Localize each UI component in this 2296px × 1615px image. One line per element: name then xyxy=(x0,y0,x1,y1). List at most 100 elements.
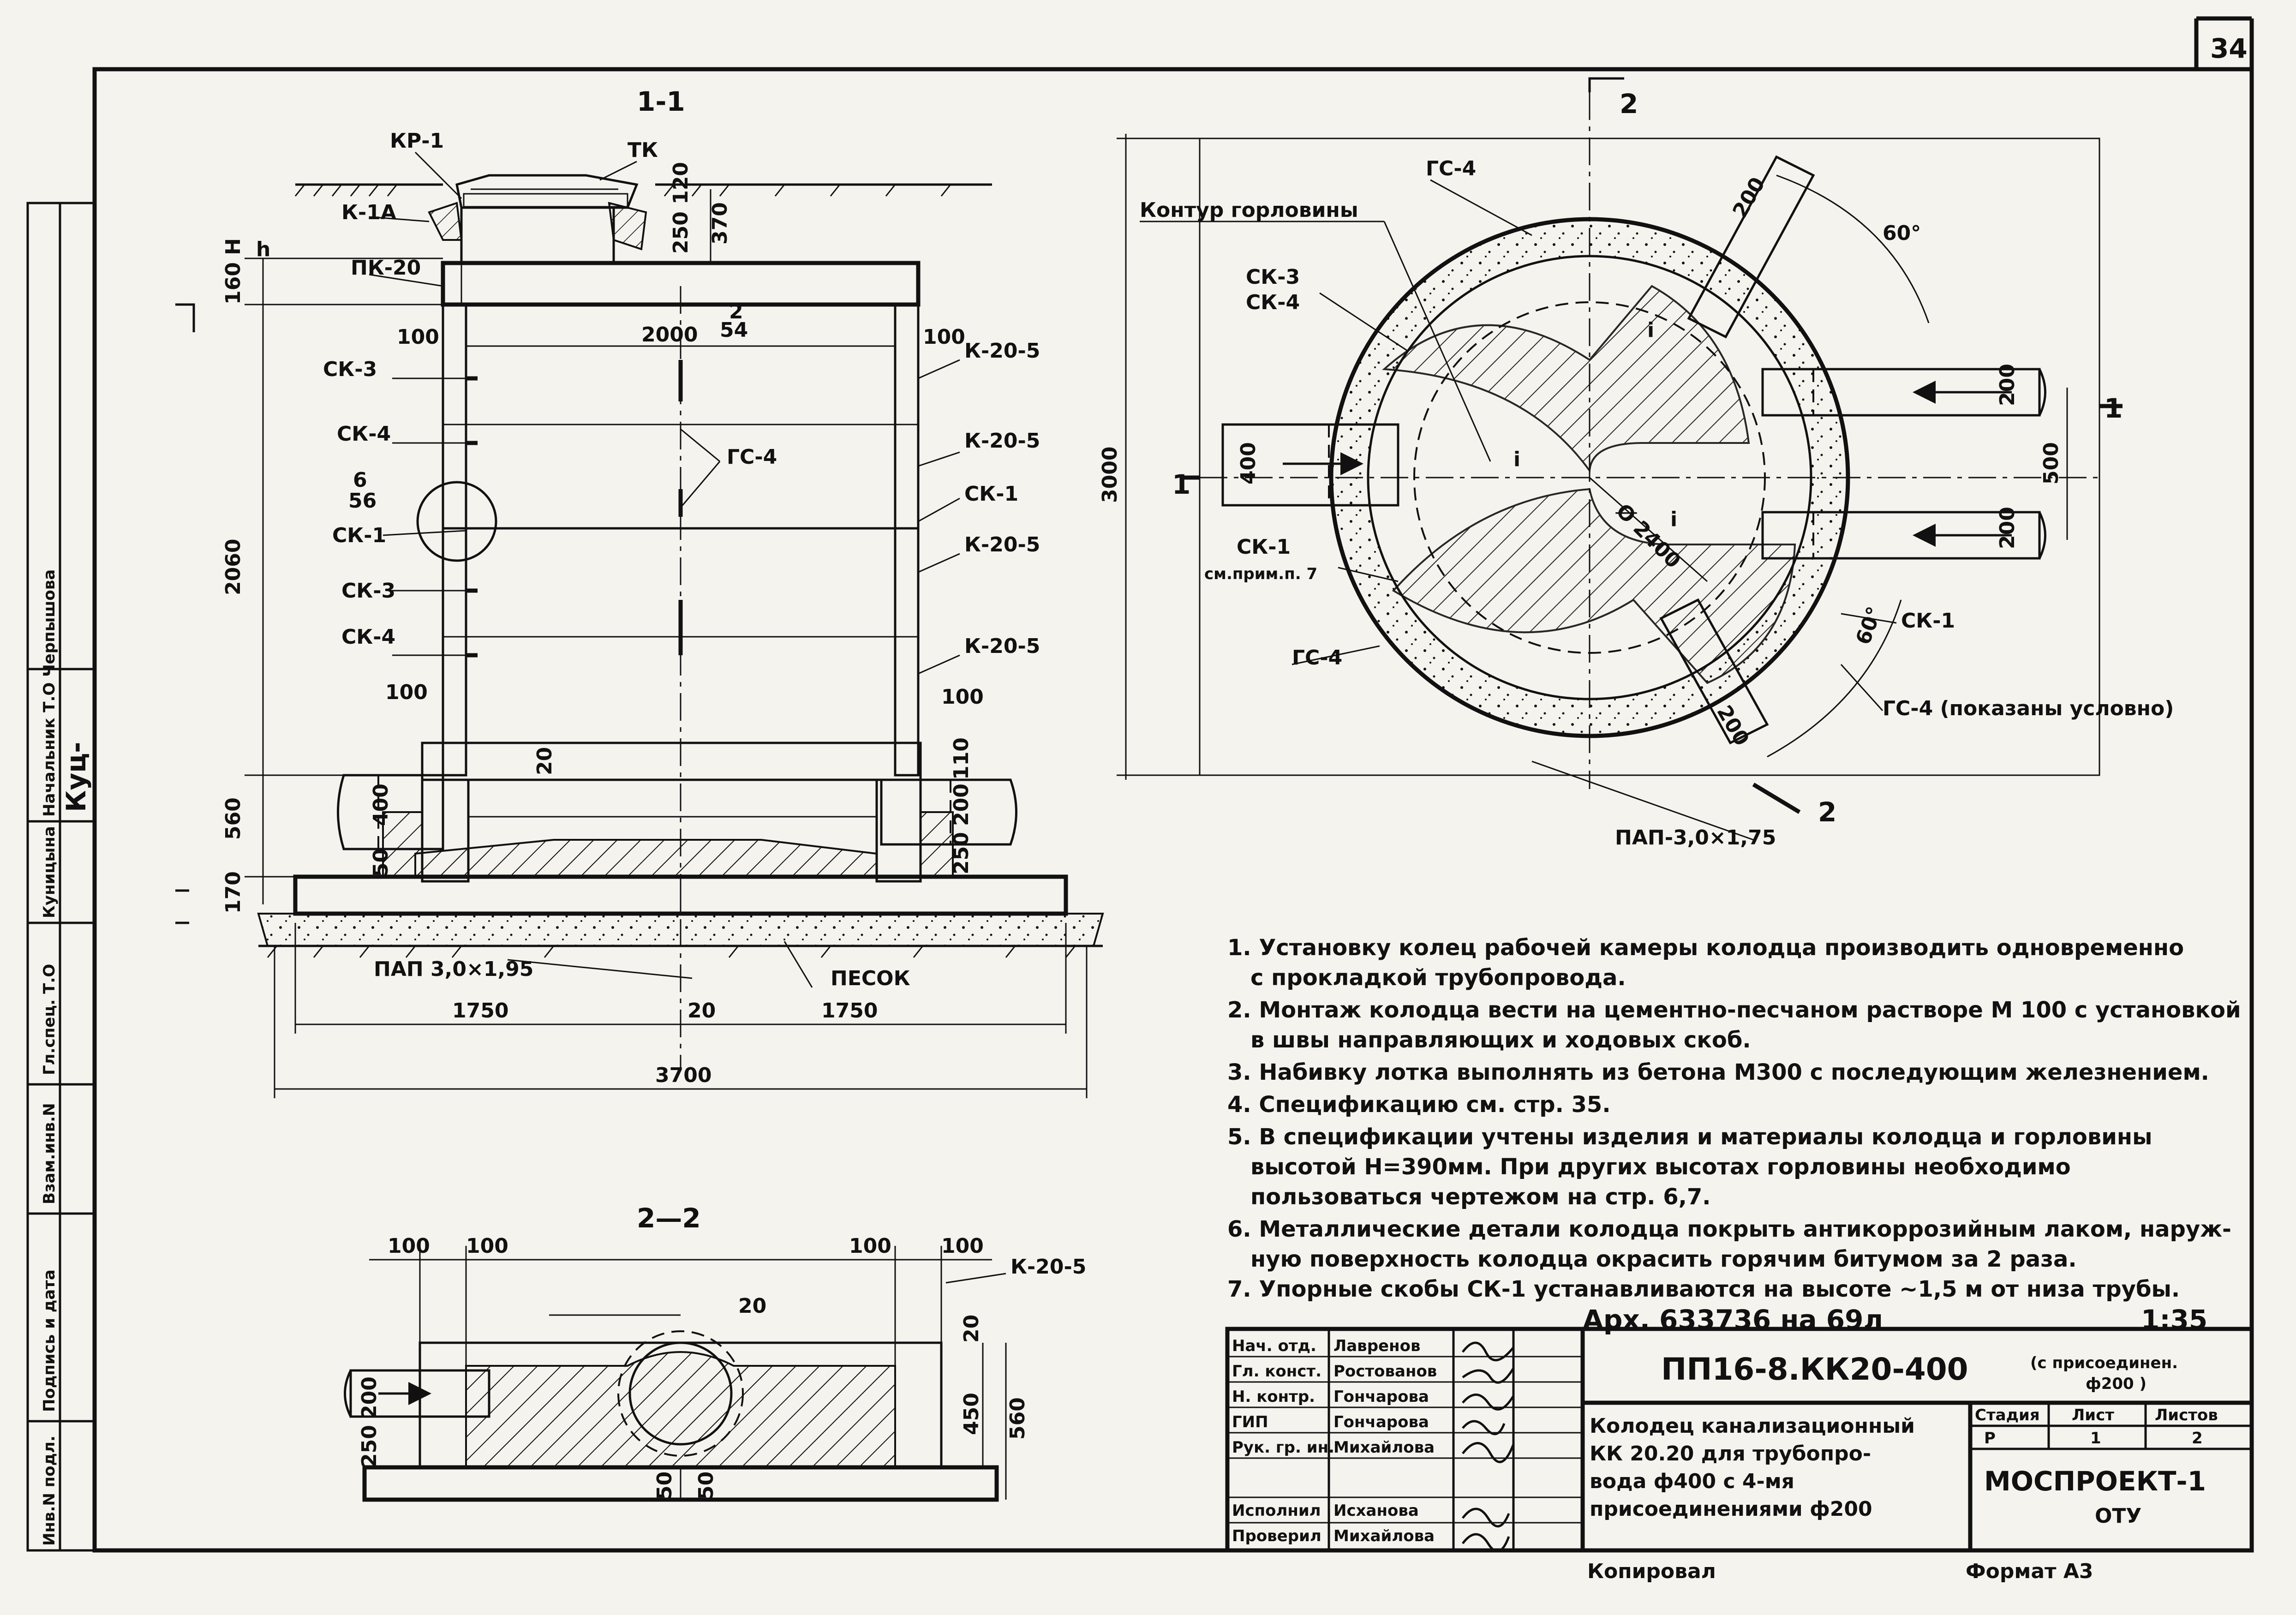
tb-sheet: 1 xyxy=(2090,1429,2101,1448)
note-line: 6. Металлические детали колодца покрыть … xyxy=(1227,1216,2231,1242)
section-1-1-drawing xyxy=(175,151,1104,1098)
tb-role: Рук. гр. ин. xyxy=(1232,1438,1334,1457)
side-signature: Куц- xyxy=(60,742,92,812)
dim-100-tl: 100 xyxy=(397,325,439,349)
plan-label-pap: ПАП-3,0×1,75 xyxy=(1615,826,1776,849)
label-h: h xyxy=(256,238,270,261)
label-pap: ПАП 3,0×1,95 xyxy=(374,957,533,981)
tb-stage-head: Стадия xyxy=(1975,1406,2040,1424)
tb-role: Исполнил xyxy=(1232,1501,1321,1520)
tb-role: ГИП xyxy=(1232,1413,1268,1431)
plan-label-gc4-bot: ГС-4 xyxy=(1292,646,1342,670)
s22-dim-100: 100 xyxy=(388,1234,430,1258)
plan-label-cut1-right: 1 xyxy=(2104,393,2123,424)
dim-200: 200 xyxy=(950,784,973,826)
s22-dim-20-r: 20 xyxy=(960,1315,983,1343)
plan-label-gc4-cond: ГС-4 (показаны условно) xyxy=(1883,697,2174,720)
tb-stage: Р xyxy=(1984,1429,1996,1448)
label-ck1: СК-1 xyxy=(332,524,386,547)
plan-label-slope: i xyxy=(1670,508,1677,531)
dim-100-bl: 100 xyxy=(385,681,428,704)
tb-description: вода ф400 с 4-мя xyxy=(1590,1470,1794,1493)
side-stamp-label: Инв.N подл. xyxy=(40,1436,59,1546)
s22-dim-50: 50 xyxy=(653,1471,676,1500)
dim-400: 400 xyxy=(369,784,393,826)
tb-org: МОСПРОЕКТ-1 xyxy=(1984,1465,2206,1497)
plan-label-slope: i xyxy=(1647,318,1654,342)
tb-role: Нач. отд. xyxy=(1232,1337,1316,1355)
side-stamp-label: Начальник Т.О Черпышова xyxy=(40,569,59,817)
plan-label-cut1-left: 1 xyxy=(1172,469,1190,500)
note-line: 4. Спецификацию см. стр. 35. xyxy=(1227,1092,1611,1118)
dim-100-br: 100 xyxy=(941,685,984,709)
dim-370: 370 xyxy=(708,202,732,245)
tb-description: КК 20.20 для трубопро- xyxy=(1590,1442,1871,1465)
tb-role: Н. контр. xyxy=(1232,1388,1315,1406)
note-line: 5. В спецификации учтены изделия и матер… xyxy=(1227,1124,2152,1150)
dim-160h: 160 H xyxy=(221,238,245,305)
plan-label-ck1-right: СК-1 xyxy=(1901,609,1955,633)
label-k205-d: К-20-5 xyxy=(964,634,1040,658)
plan-dim-200: 200 xyxy=(1996,507,2019,549)
plan-drawing xyxy=(1117,77,2123,841)
plan-label-contour: Контур горловины xyxy=(1140,198,1358,222)
dim-20: 20 xyxy=(533,747,556,775)
side-stamp-label: Взам.инв.N xyxy=(40,1103,59,1204)
tb-sheets-head: Листов xyxy=(2155,1406,2218,1424)
side-stamp-label: Подпись и дата xyxy=(40,1269,59,1412)
note-line: 3. Набивку лотка выполнять из бетона М30… xyxy=(1227,1059,2209,1085)
label-k205-c: К-20-5 xyxy=(964,533,1040,556)
plan-dim-200: 200 xyxy=(1996,364,2019,406)
plan-dim-60-bot: 60° xyxy=(1851,604,1886,648)
s22-dim-250: 250 xyxy=(358,1425,381,1467)
dim-110: 110 xyxy=(950,737,973,780)
s22-dim-50: 50 xyxy=(694,1471,718,1500)
plan-label-ck1: СК-1 xyxy=(1237,535,1291,559)
side-stamp-label: Куницына xyxy=(40,826,59,918)
note-line: 1. Установку колец рабочей камеры колодц… xyxy=(1227,935,2184,961)
tb-role: Проверил xyxy=(1232,1527,1321,1545)
label-pk20: ПК-20 xyxy=(351,256,421,280)
plan-label-ck1-note: см.прим.п. 7 xyxy=(1204,565,1317,583)
dim-20-mid: 20 xyxy=(688,999,716,1023)
tb-name: Гончарова xyxy=(1333,1413,1429,1431)
note-line: с прокладкой трубопровода. xyxy=(1250,965,1626,991)
title-block-grid xyxy=(1225,1327,2254,1553)
label-k205-a: К-20-5 xyxy=(964,339,1040,363)
note-line: в швы направляющих и ходовых скоб. xyxy=(1250,1027,1751,1053)
dim-2000: 2000 xyxy=(641,323,698,347)
label-sand: ПЕСОК xyxy=(831,967,910,990)
tb-name: Михайлова xyxy=(1333,1438,1435,1457)
dim-250: 250 xyxy=(950,832,973,874)
note-line: высотой H=390мм. При других высотах горл… xyxy=(1250,1154,2071,1180)
label-ck4-top: СК-4 xyxy=(337,422,391,446)
dim-170: 170 xyxy=(221,871,245,914)
label-detail-num: 6 xyxy=(353,468,367,492)
plan-label-cut2-bot: 2 xyxy=(1818,796,1836,828)
tb-role: Гл. конст. xyxy=(1232,1362,1321,1381)
side-stamp xyxy=(26,202,96,1552)
s22-dim-100: 100 xyxy=(941,1234,984,1258)
dim-50: 50 xyxy=(369,849,393,877)
tb-code-note: ф200 ) xyxy=(2086,1375,2147,1393)
label-gc4: ГС-4 xyxy=(727,445,777,469)
footer-copied: Копировал xyxy=(1587,1560,1716,1583)
label-ck3-bot: СК-3 xyxy=(341,579,395,603)
plan-dim-200: 200 xyxy=(1712,701,1753,750)
dim-250-120: 250 120 xyxy=(669,162,693,254)
tb-name: Исханова xyxy=(1333,1501,1419,1520)
signature-scribbles xyxy=(1462,1341,1515,1553)
s22-dim-200: 200 xyxy=(358,1376,381,1419)
tb-description: присоединениями ф200 xyxy=(1590,1497,1872,1521)
plan-label-gc4-top: ГС-4 xyxy=(1426,157,1476,180)
label-detail-page: 56 xyxy=(348,489,377,513)
label-ref-page: 54 xyxy=(720,318,748,342)
label-k1a: К-1А xyxy=(341,201,396,224)
section-2-2-title: 2—2 xyxy=(637,1202,701,1234)
plan-label-ck4: СК-4 xyxy=(1246,291,1300,314)
notes: 1. Установку колец рабочей камеры колодц… xyxy=(1227,935,2241,1302)
s22-label-k205: К-20-5 xyxy=(1010,1255,1086,1279)
note-line: пользоваться чертежом на стр. 6,7. xyxy=(1250,1184,1710,1210)
label-ck4-bot: СК-4 xyxy=(341,625,395,649)
